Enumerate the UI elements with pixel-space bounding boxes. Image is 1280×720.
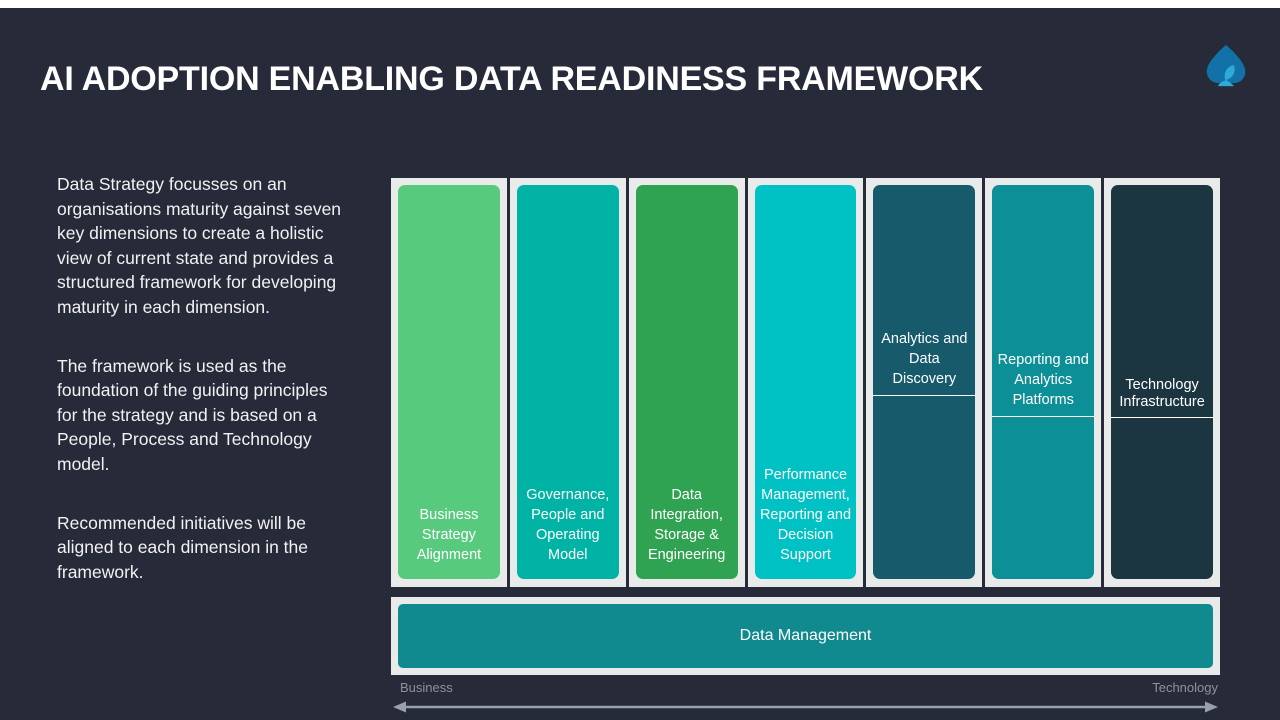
pillar-data-integration-storage-engineering[interactable]: Data Integration, Storage & Engineering	[628, 178, 745, 587]
pillar-reporting-and-analytics-platforms[interactable]: Reporting and Analytics Platforms	[985, 178, 1102, 587]
pillar-performance-management-reporting-decision-support[interactable]: Performance Management, Reporting and De…	[747, 178, 864, 587]
pillar-business-strategy-alignment[interactable]: Business Strategy Alignment	[391, 178, 507, 587]
pillar-body: Data Integration, Storage & Engineering	[635, 185, 738, 579]
page-title: AI ADOPTION ENABLING DATA READINESS FRAM…	[40, 60, 983, 98]
pillar-label: Business Strategy Alignment	[416, 507, 482, 563]
pillar-label: Performance Management, Reporting and De…	[759, 467, 852, 563]
pillar-body: Technology Infrastructure	[1111, 185, 1214, 579]
pillar-label: Technology Infrastructure	[1111, 377, 1214, 418]
description-paragraph-2: The framework is used as the foundation …	[57, 355, 328, 474]
pillar-body: Governance, People and Operating Model	[516, 185, 619, 579]
foundation-data-management-bar[interactable]: Data Management	[398, 604, 1213, 668]
pillar-label: Governance, People and Operating Model	[526, 487, 610, 563]
description-paragraph-1: Data Strategy focusses on an organisatio…	[57, 174, 342, 317]
business-technology-axis: Business Technology	[391, 680, 1220, 720]
foundation-frame: Data Management	[391, 597, 1220, 675]
pillar-governance-people-operating-model[interactable]: Governance, People and Operating Model	[509, 178, 626, 587]
foundation-label: Data Management	[739, 627, 872, 644]
axis-label-technology: Technology	[1152, 680, 1218, 695]
pillar-analytics-and-data-discovery[interactable]: Analytics and Data Discovery	[866, 178, 983, 587]
description-paragraph-3: Recommended initiatives will be aligned …	[57, 512, 309, 582]
axis-label-business: Business	[400, 680, 453, 695]
pillar-label: Analytics and Data Discovery	[873, 329, 976, 396]
pillar-label: Data Integration, Storage & Engineering	[647, 487, 726, 563]
pillar-body: Business Strategy Alignment	[398, 185, 500, 579]
pillar-group: Business Strategy Alignment Governance, …	[391, 178, 1221, 587]
double-arrow-icon	[393, 701, 1218, 713]
description-column: Data Strategy focusses on an organisatio…	[57, 172, 347, 584]
pillar-label: Reporting and Analytics Platforms	[992, 350, 1095, 417]
pillar-body: Analytics and Data Discovery	[873, 185, 976, 579]
pillar-body: Reporting and Analytics Platforms	[992, 185, 1095, 579]
pillar-body: Performance Management, Reporting and De…	[754, 185, 857, 579]
spade-droplet-logo-icon	[1198, 38, 1254, 94]
pillar-technology-infrastructure[interactable]: Technology Infrastructure	[1104, 178, 1221, 587]
